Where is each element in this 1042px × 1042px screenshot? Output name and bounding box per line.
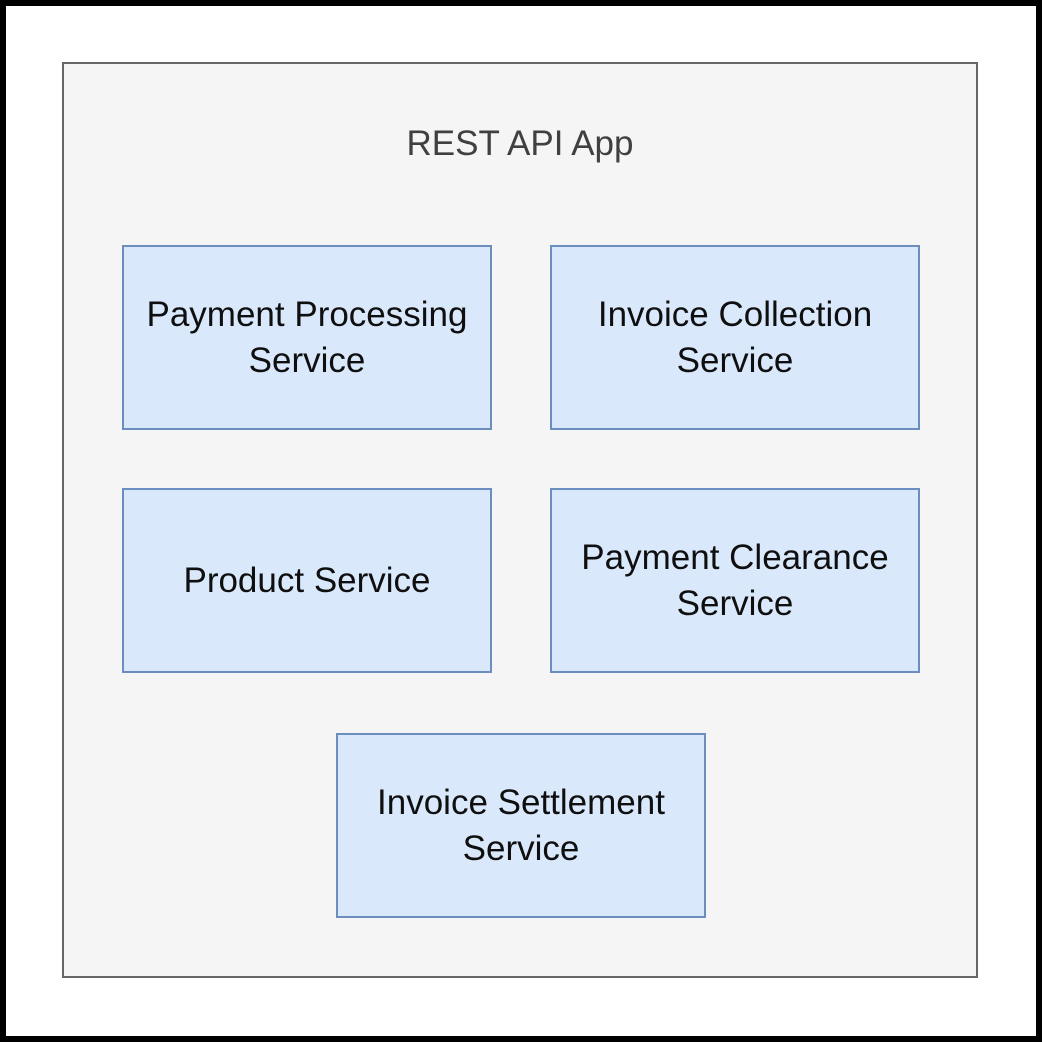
node-label: Invoice Settlement Service (377, 782, 665, 868)
rest-api-app-container: REST API App Payment Processing Service … (62, 62, 978, 978)
node-label: Payment Clearance Service (581, 537, 889, 623)
node-invoice-settlement-service: Invoice Settlement Service (336, 733, 706, 918)
node-payment-processing-service: Payment Processing Service (122, 245, 492, 430)
node-product-service: Product Service (122, 488, 492, 673)
node-label: Invoice Collection Service (597, 294, 873, 380)
node-label: Payment Processing Service (146, 294, 468, 380)
node-payment-clearance-service: Payment Clearance Service (550, 488, 920, 673)
container-title: REST API App (406, 124, 634, 163)
node-label: Product Service (183, 560, 431, 600)
node-invoice-collection-service: Invoice Collection Service (550, 245, 920, 430)
